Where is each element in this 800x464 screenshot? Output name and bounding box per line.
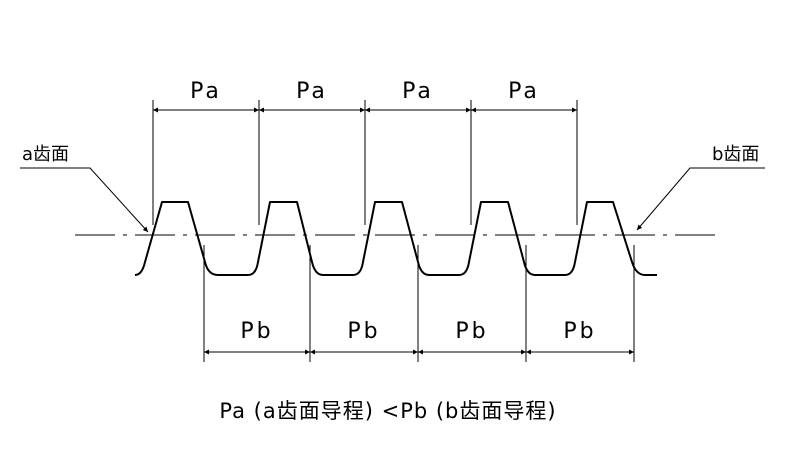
pb-label: Pb (347, 319, 380, 344)
pb-extension-lines (203, 245, 635, 362)
pa-label: Pa (402, 79, 434, 104)
pa-label: Pa (296, 79, 328, 104)
pa-extension-lines (152, 100, 578, 225)
a-flank-label: a齿面 (22, 144, 69, 165)
b-flank-label: b齿面 (712, 144, 759, 165)
a-flank-leader (20, 167, 149, 233)
pb-label: Pb (455, 319, 488, 344)
pa-label: Pa (190, 79, 222, 104)
b-flank-leader (636, 167, 765, 231)
diagram-caption: Pa (a齿面导程) <Pb (b齿面导程) (219, 399, 556, 423)
pa-label: Pa (508, 79, 540, 104)
pb-label: Pb (240, 319, 273, 344)
thread-profile (134, 201, 657, 276)
pb-label: Pb (563, 319, 596, 344)
